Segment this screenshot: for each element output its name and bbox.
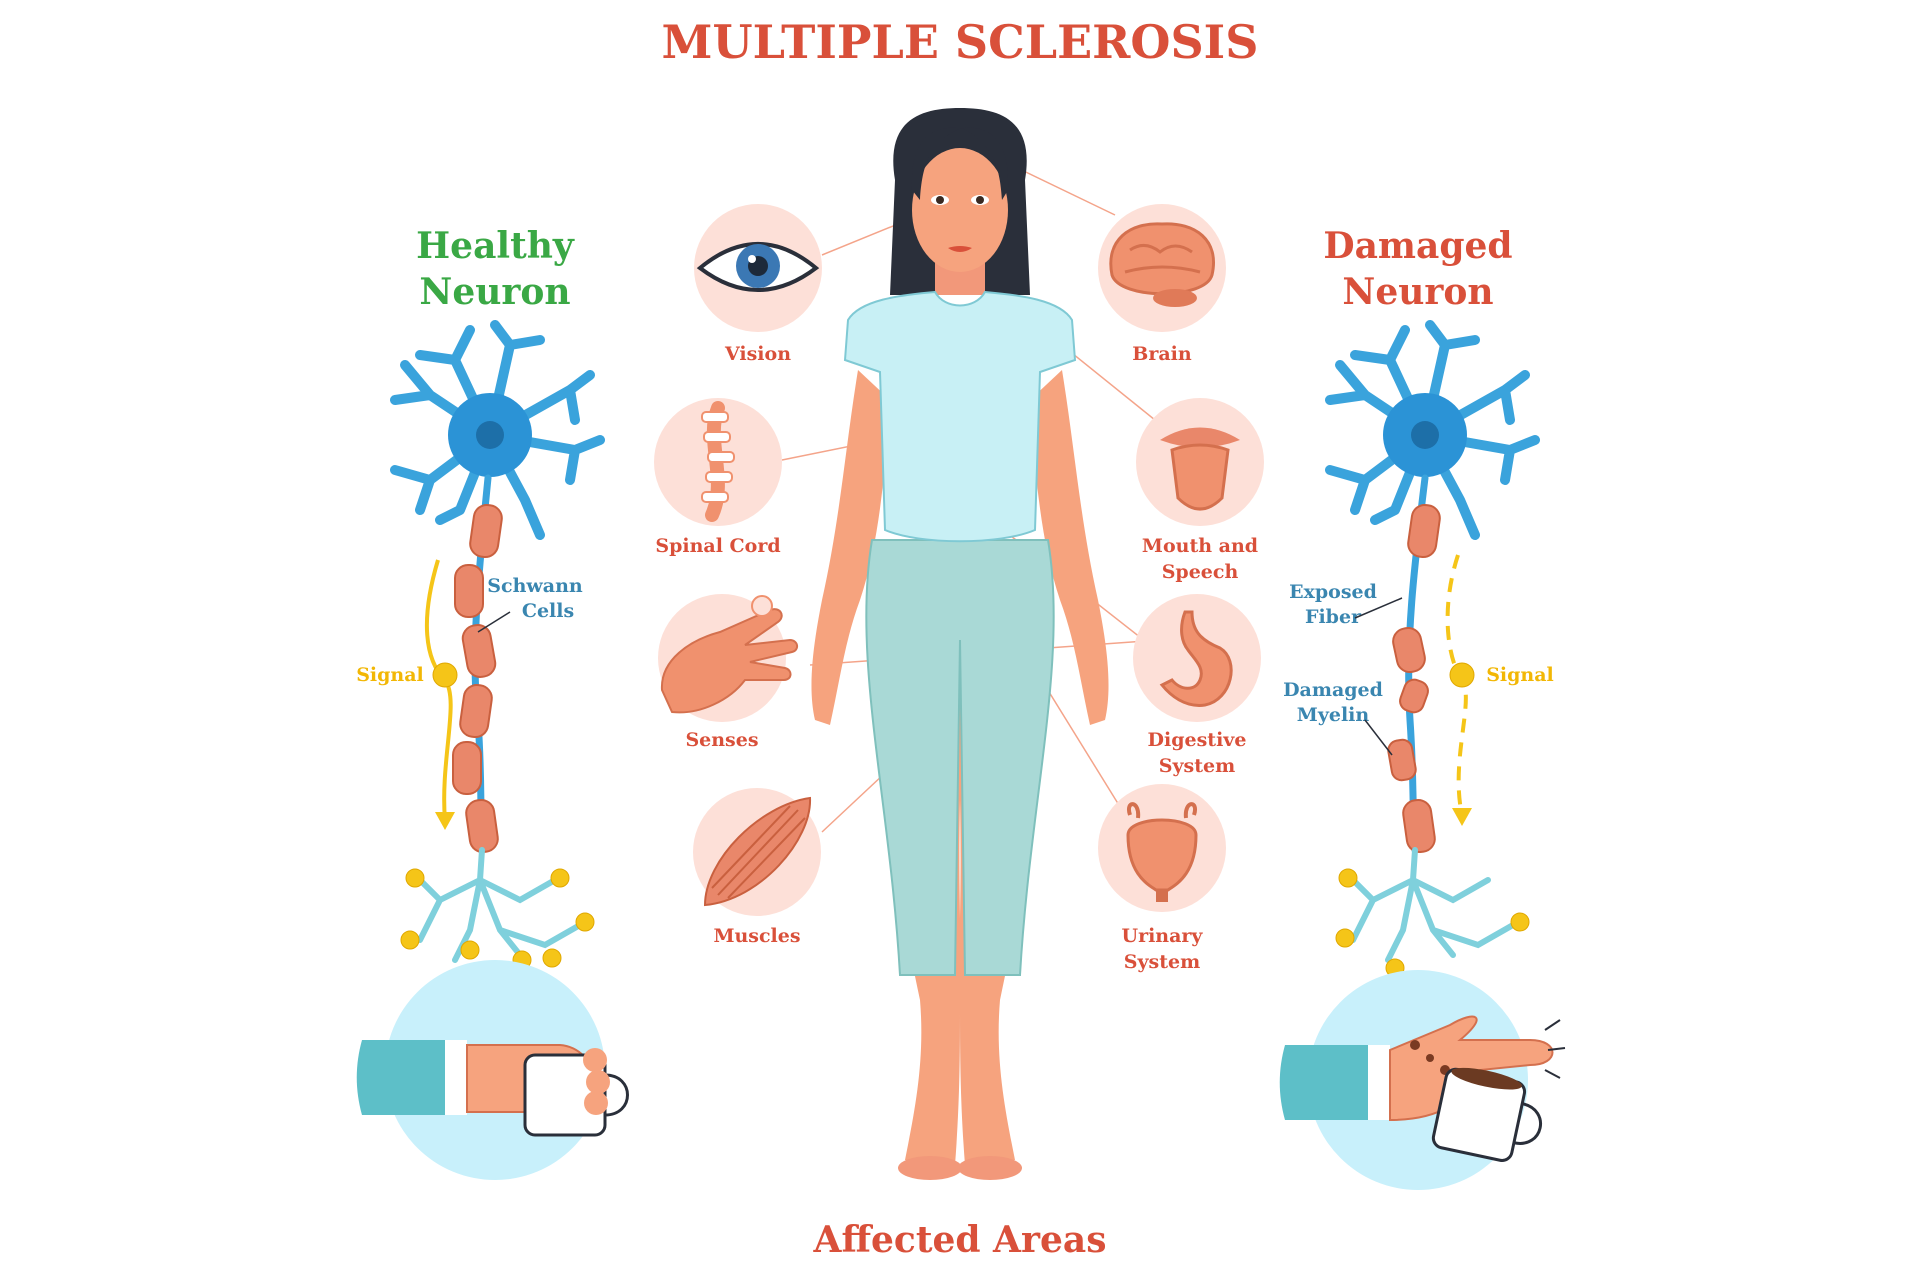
- page-title: MULTIPLE SCLEROSIS: [662, 15, 1259, 69]
- damaged-myelin-label-1: Damaged: [1283, 679, 1383, 701]
- brain-icon: [1109, 222, 1215, 307]
- healthy-heading-1: Healthy: [416, 225, 575, 267]
- woman-figure: [811, 108, 1109, 1180]
- healthy-neuron: [390, 320, 605, 990]
- left-arm: [811, 370, 890, 725]
- affected-areas-label: Affected Areas: [813, 1219, 1107, 1261]
- muscle-icon: [703, 796, 812, 907]
- area-digestive: Digestive System: [1133, 594, 1261, 777]
- healthy-signal-arrow: [424, 559, 458, 830]
- damaged-neuron: [1325, 320, 1540, 978]
- face: [912, 148, 1008, 272]
- pants: [865, 539, 1055, 976]
- damaged-myelin: [1387, 503, 1441, 854]
- area-vision: Vision: [694, 204, 822, 365]
- spine-icon: [701, 401, 735, 522]
- exposed-label-1: Exposed: [1289, 581, 1377, 603]
- label-muscles: Muscles: [713, 925, 800, 947]
- schwann-label-1: Schwann: [487, 575, 583, 597]
- bladder-icon: [1126, 802, 1198, 902]
- area-mouth: Mouth and Speech: [1136, 398, 1264, 583]
- damaged-myelin-label-2: Myelin: [1297, 704, 1370, 726]
- shirt: [843, 290, 1077, 543]
- area-muscles: Muscles: [693, 788, 821, 947]
- healthy-signal-label: Signal: [356, 664, 424, 686]
- schwann-label-2: Cells: [522, 600, 574, 622]
- label-vision: Vision: [724, 343, 791, 365]
- label-digestive-1: Digestive: [1148, 729, 1247, 751]
- area-urinary: Urinary System: [1098, 784, 1226, 973]
- label-mouth-1: Mouth and: [1142, 535, 1258, 557]
- cup-icon: [523, 1053, 607, 1137]
- label-senses: Senses: [685, 729, 758, 751]
- damaged-neuron-panel: Damaged Neuron Exposed Fiber: [1279, 225, 1566, 1190]
- label-digestive-2: System: [1159, 755, 1235, 777]
- mouth-icon: [1160, 427, 1240, 511]
- falling-cup-icon: [1431, 1067, 1542, 1162]
- label-spinal-cord: Spinal Cord: [655, 535, 780, 557]
- damaged-signal-label: Signal: [1486, 664, 1554, 686]
- stomach-icon: [1159, 610, 1233, 707]
- right-arm: [1030, 370, 1109, 725]
- eye-icon: [696, 242, 820, 292]
- label-mouth-2: Speech: [1162, 561, 1239, 583]
- healthy-neuron-panel: Healthy Neuron: [356, 225, 629, 1180]
- hand-icon: [660, 595, 798, 714]
- damaged-signal-arrow: [1445, 554, 1475, 826]
- label-urinary-2: System: [1124, 951, 1200, 973]
- area-senses: Senses: [658, 594, 798, 751]
- schwann-cells: [452, 503, 503, 854]
- exposed-label-2: Fiber: [1305, 606, 1362, 628]
- healthy-hand-scene: [356, 960, 629, 1180]
- area-spinal-cord: Spinal Cord: [654, 398, 782, 557]
- label-urinary-1: Urinary: [1122, 925, 1204, 947]
- damaged-hand-scene: [1279, 970, 1566, 1190]
- damaged-heading-2: Neuron: [1342, 271, 1493, 313]
- damaged-heading-1: Damaged: [1323, 225, 1512, 267]
- area-brain: Brain: [1098, 204, 1226, 365]
- healthy-heading-2: Neuron: [419, 271, 570, 313]
- label-brain: Brain: [1132, 343, 1192, 365]
